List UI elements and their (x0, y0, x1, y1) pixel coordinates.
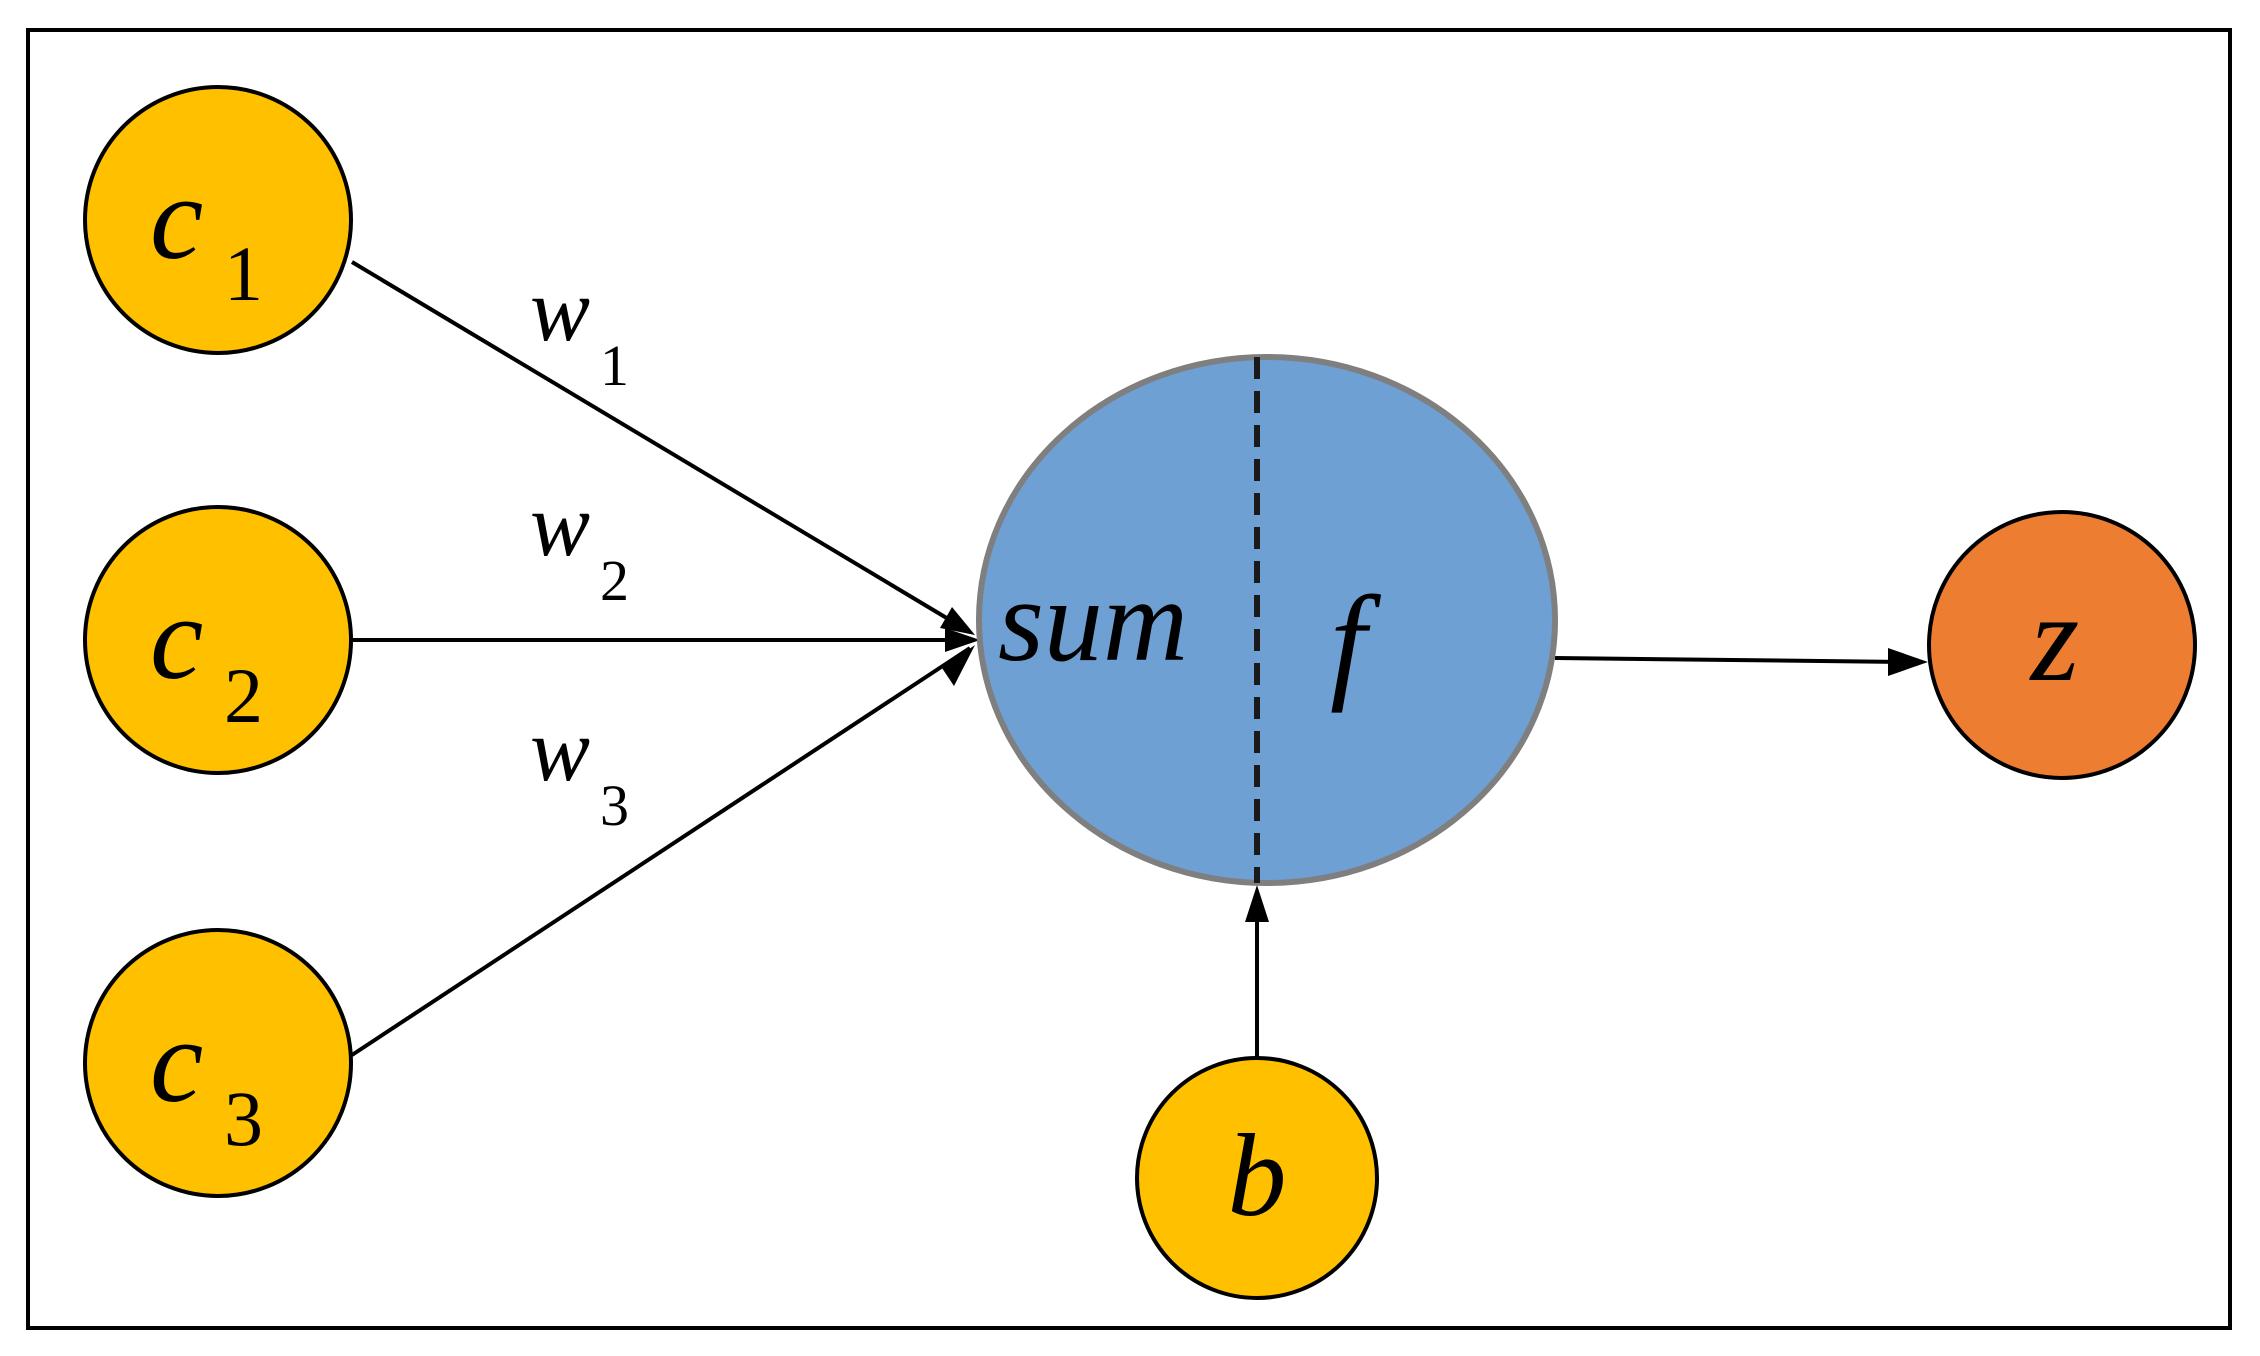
weight-label-w1: w 1 (530, 261, 629, 398)
input-node-c1-subscript: 1 (224, 230, 263, 317)
arrowhead-c1 (940, 607, 975, 635)
arrowhead-c3 (942, 645, 975, 686)
weight-w1-subscript: 1 (600, 333, 629, 398)
weight-w3-subscript: 3 (600, 773, 629, 838)
input-node-c1-circle (83, 85, 353, 355)
output-node: z (1927, 510, 2197, 780)
bias-node-circle (1135, 1056, 1379, 1300)
input-node-c3-subscript: 3 (224, 1075, 263, 1162)
neuron-node: sum f (976, 354, 1558, 886)
edge-c3-to-sum (350, 646, 972, 1057)
weight-w3-letter: w (530, 701, 590, 800)
edge-c1-to-sum (350, 260, 972, 634)
input-node-c2-label: c (150, 571, 203, 704)
weight-label-w3: w 3 (530, 701, 629, 838)
neuron-sum-label: sum (998, 555, 1188, 686)
output-node-label: z (2029, 570, 2080, 708)
input-node-c1: c 1 (83, 85, 353, 355)
neuron-ellipse (976, 354, 1558, 886)
input-node-c1-label: c (150, 151, 203, 284)
weight-label-w2: w 2 (530, 476, 629, 613)
input-node-c2-circle (83, 505, 353, 775)
input-node-c3-circle (83, 928, 353, 1198)
arrowhead-c2 (945, 628, 980, 652)
weight-w2-letter: w (530, 476, 590, 575)
output-node-circle (1927, 510, 2197, 780)
arrowhead-output (1888, 648, 1928, 676)
weight-w1-letter: w (530, 261, 590, 360)
bias-node: b (1135, 1056, 1379, 1300)
weight-w2-subscript: 2 (600, 548, 629, 613)
input-node-c3: c 3 (83, 928, 353, 1198)
input-node-c3-label: c (150, 994, 203, 1127)
input-node-c2: c 2 (83, 505, 353, 775)
arrowhead-bias (1245, 885, 1269, 922)
bias-node-label: b (1228, 1110, 1287, 1241)
input-node-c2-subscript: 2 (224, 652, 263, 739)
edge-sum-to-output (1554, 656, 1906, 664)
